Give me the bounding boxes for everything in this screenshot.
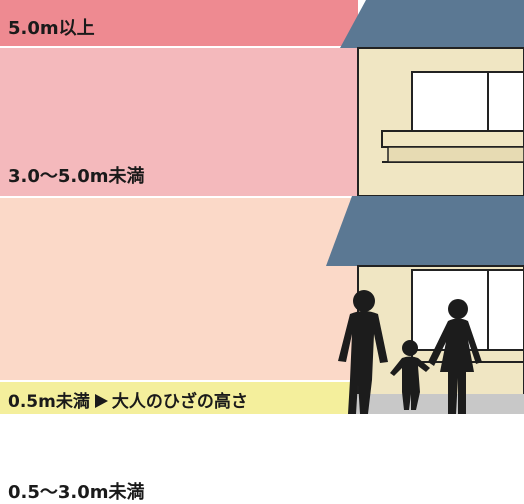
depth-band-5m-plus: 5.0m以上: [0, 0, 358, 46]
ground: [352, 394, 524, 414]
adult-woman-silhouette: [428, 299, 482, 414]
depth-band-under-0.5m: 0.5m未満 大人のひざの高さ: [0, 382, 352, 414]
depth-label-5m-plus: 5.0m以上: [8, 18, 95, 39]
triangle-arrow-icon: [94, 394, 108, 408]
depth-note-under-0.5m: 大人のひざの高さ: [111, 392, 248, 412]
depth-band-3-5m: 3.0〜5.0m未満: [0, 48, 358, 196]
depth-label-3-5m: 3.0〜5.0m未満: [8, 166, 145, 187]
lower-roof: [326, 196, 524, 266]
depth-label-0.5-3m: 0.5〜3.0m未満: [8, 482, 145, 503]
depth-label-under-0.5m: 0.5m未満 大人のひざの高さ: [8, 387, 248, 412]
upper-balcony: [381, 130, 524, 148]
depth-value-under-0.5m: 0.5m未満: [8, 392, 90, 412]
house-scene: [326, 0, 524, 414]
adult-man-silhouette: [338, 290, 388, 414]
child-silhouette: [390, 340, 430, 410]
upper-roof: [340, 0, 524, 48]
upper-window: [411, 71, 524, 133]
